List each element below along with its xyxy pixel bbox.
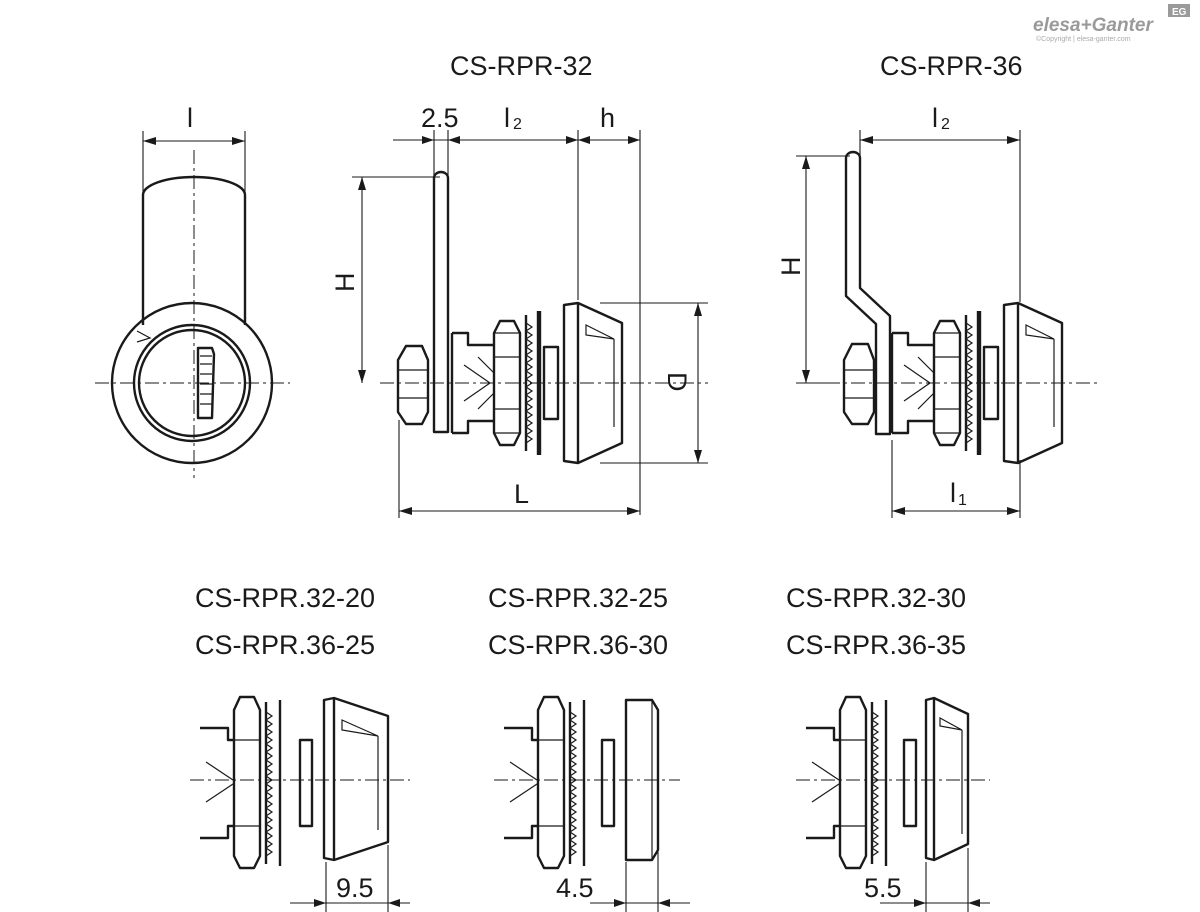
dim-l-label: l <box>187 103 193 133</box>
dim-D-label: D <box>662 372 692 392</box>
copyright-text: ©Copyright | elesa-ganter.com <box>1036 35 1131 43</box>
variant-1: CS-RPR.32-20 CS-RPR.36-25 9.5 <box>190 583 410 912</box>
dim-2-5-label: 2.5 <box>421 103 459 133</box>
variant-2-dimension: 4.5 <box>556 873 594 903</box>
dim-h-label: h <box>600 103 615 133</box>
dim-l1-subscript: 1 <box>958 492 967 509</box>
side-view-cs-rpr-32: CS-RPR-32 2.5 l 2 h H <box>330 51 708 518</box>
variant-1-dimension: 9.5 <box>336 873 374 903</box>
dim-L-label: L <box>514 479 529 509</box>
dim-l2-subscript: 2 <box>513 116 522 133</box>
variant-3-line1: CS-RPR.32-30 <box>786 583 966 613</box>
variant-2-line1: CS-RPR.32-25 <box>488 583 668 613</box>
dim-l2-36-subscript: 2 <box>941 116 950 133</box>
dim-l1-label: l <box>950 478 956 508</box>
variant-3-dimension: 5.5 <box>864 873 902 903</box>
front-view: l <box>95 103 290 478</box>
dim-l2-label: l <box>504 103 510 133</box>
dim-l2-36-label: l <box>932 103 938 133</box>
badge-background <box>1168 4 1190 17</box>
view-title-cs-rpr-32: CS-RPR-32 <box>450 51 593 81</box>
view-title-cs-rpr-36: CS-RPR-36 <box>880 51 1023 81</box>
badge-text: EG <box>1172 7 1187 18</box>
variant-1-line2: CS-RPR.36-25 <box>195 630 375 660</box>
variant-3: CS-RPR.32-30 CS-RPR.36-35 5.5 <box>786 583 990 912</box>
side-view-cs-rpr-36: CS-RPR-36 l 2 H l 1 <box>776 51 1100 518</box>
variant-2: CS-RPR.32-25 CS-RPR.36-30 4.5 <box>488 583 690 912</box>
variant-2-line2: CS-RPR.36-30 <box>488 630 668 660</box>
logo-text: elesa+Ganter <box>1033 15 1154 36</box>
variant-3-line2: CS-RPR.36-35 <box>786 630 966 660</box>
variant-1-line1: CS-RPR.32-20 <box>195 583 375 613</box>
dim-H-36-label: H <box>776 257 806 277</box>
brand-logo: elesa+Ganter EG ©Copyright | elesa-gante… <box>1033 4 1190 43</box>
dim-H-label: H <box>330 273 360 293</box>
